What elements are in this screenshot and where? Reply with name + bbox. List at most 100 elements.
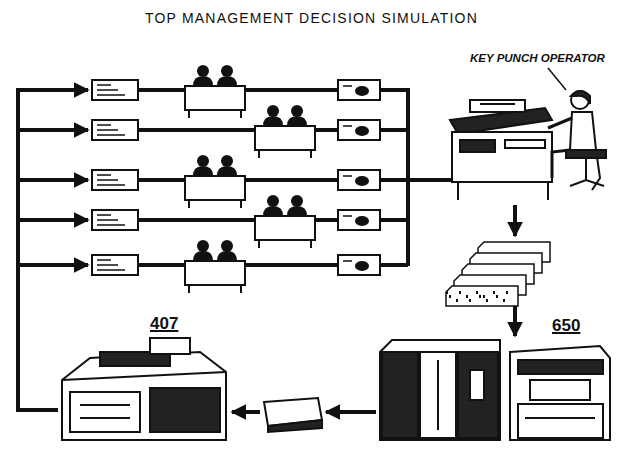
person-body	[193, 251, 213, 261]
person-head	[197, 155, 209, 167]
desk	[255, 216, 315, 240]
form-line	[97, 179, 118, 181]
flow-arrow	[513, 205, 517, 236]
person-head	[267, 195, 279, 207]
card-hole	[506, 291, 508, 294]
desk-leg	[240, 200, 242, 208]
callout-label: KEY PUNCH OPERATOR	[470, 52, 605, 64]
flow-arrow	[18, 88, 88, 92]
flow-arrow	[513, 302, 517, 336]
card-mark	[355, 261, 369, 271]
card-hole	[456, 299, 458, 302]
form-line	[97, 184, 125, 186]
card-hole	[496, 295, 498, 298]
desk-leg	[310, 150, 312, 158]
desk-leg	[258, 150, 260, 158]
form-line	[97, 89, 118, 91]
desk-leg	[240, 110, 242, 118]
input-form	[92, 80, 138, 100]
machine-number: 650	[552, 316, 580, 336]
person-body	[287, 206, 307, 216]
person-body	[287, 116, 307, 126]
flow-line	[380, 128, 408, 132]
form-line	[97, 84, 111, 86]
desk	[255, 126, 315, 150]
team-row	[18, 195, 408, 248]
card-hole	[493, 291, 495, 294]
card-hole	[466, 295, 468, 298]
card-hole	[503, 299, 505, 302]
flow-line	[138, 263, 185, 267]
flow-line	[138, 218, 255, 222]
team-row	[18, 155, 408, 208]
flow-arrow	[18, 218, 88, 222]
form-line	[97, 269, 125, 271]
person-body	[217, 166, 237, 176]
decision-card	[338, 80, 380, 100]
desk	[185, 261, 245, 285]
punched-card	[446, 286, 518, 306]
team-row	[18, 240, 408, 293]
flow-line	[138, 178, 185, 182]
card-hole	[483, 295, 485, 298]
flow-line	[138, 88, 185, 92]
decision-card	[338, 170, 380, 190]
person-head	[197, 240, 209, 252]
form-line	[97, 134, 125, 136]
flow-line	[245, 178, 338, 182]
flow-line	[245, 88, 338, 92]
card-hole	[476, 291, 478, 294]
person-head	[221, 240, 233, 252]
card-line	[343, 85, 352, 87]
desk-leg	[240, 285, 242, 293]
form-line	[97, 174, 111, 176]
output-deck	[264, 398, 322, 432]
desk-leg	[188, 200, 190, 208]
desk-leg	[310, 240, 312, 248]
collector-line	[406, 88, 410, 266]
person-head	[197, 65, 209, 77]
desk-leg	[188, 110, 190, 118]
card-mark	[355, 176, 369, 186]
flow-line	[315, 128, 338, 132]
card-line	[343, 215, 352, 217]
form-line	[97, 259, 111, 261]
desk-leg	[188, 285, 190, 293]
desk-leg	[258, 240, 260, 248]
card-hole	[459, 291, 461, 294]
card-mark	[355, 216, 369, 226]
desk	[185, 86, 245, 110]
decision-card	[338, 210, 380, 230]
card-line	[343, 260, 352, 262]
flow-arrow	[18, 263, 88, 267]
form-line	[97, 214, 111, 216]
machine-number: 407	[150, 314, 178, 334]
person-body	[263, 206, 283, 216]
card-stack	[446, 242, 550, 306]
person-body	[193, 76, 213, 86]
person-head	[291, 105, 303, 117]
diagram-title: TOP MANAGEMENT DECISION SIMULATION	[0, 10, 623, 26]
return-line	[18, 88, 58, 410]
card-hole	[446, 291, 448, 294]
form-line	[97, 219, 118, 221]
flow-line	[380, 263, 408, 267]
flow-line	[315, 218, 338, 222]
form-line	[97, 94, 125, 96]
flow-line	[380, 218, 408, 222]
form-line	[97, 264, 118, 266]
person-body	[193, 166, 213, 176]
ibm-407-illustration	[62, 338, 226, 440]
input-form	[92, 210, 138, 230]
person-body	[217, 76, 237, 86]
card-mark	[355, 126, 369, 136]
ibm-650-illustration	[380, 340, 610, 440]
keypunch-illustration	[450, 68, 606, 200]
person-head	[221, 65, 233, 77]
decision-card	[338, 120, 380, 140]
team-row	[18, 105, 408, 158]
flow-line	[380, 88, 408, 92]
card-line	[343, 175, 352, 177]
person-head	[221, 155, 233, 167]
card-hole	[469, 299, 471, 302]
